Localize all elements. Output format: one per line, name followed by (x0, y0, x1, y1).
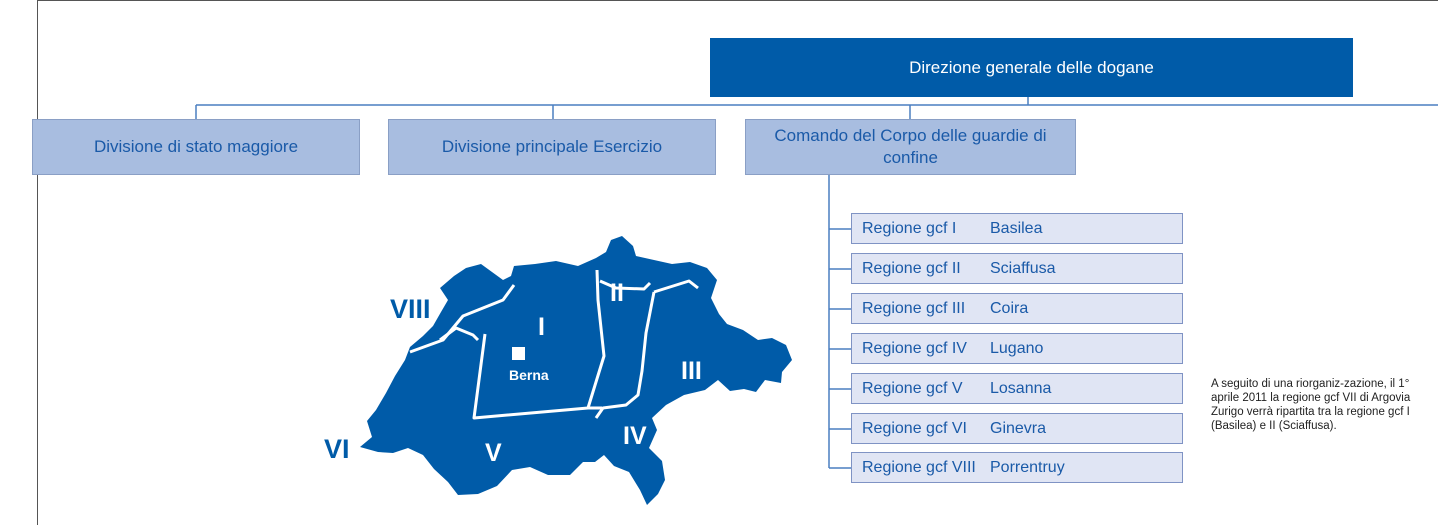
region-name: Regione gcf III (862, 299, 966, 317)
region-city: Basilea (990, 219, 1043, 237)
region-name: Regione gcf IV (862, 339, 967, 357)
capital-label: Berna (509, 367, 549, 383)
region-row-2: Regione gcf II Sciaffusa (851, 253, 1183, 284)
top-node-direzione: Direzione generale delle dogane (710, 38, 1353, 97)
division-node-esercizio: Divisione principale Esercizio (388, 119, 716, 175)
switzerland-map: I II III IV V Berna VIII VI (324, 236, 792, 505)
region-row-4: Regione gcf IV Lugano (851, 333, 1183, 364)
map-label-IV: IV (623, 422, 647, 450)
map-label-VI: VI (324, 434, 350, 464)
region-city: Coira (990, 299, 1029, 317)
region-city: Losanna (990, 379, 1052, 397)
region-row-6: Regione gcf VI Ginevra (851, 413, 1183, 444)
map-labels: I II III IV V Berna (485, 279, 702, 467)
region-row-7: Regione gcf VIII Porrentruy (851, 452, 1183, 483)
chart-frame (37, 0, 1438, 525)
region-city: Lugano (990, 339, 1044, 357)
region-name: Regione gcf VIII (862, 458, 976, 476)
map-label-III: III (681, 357, 702, 385)
map-label-II: II (610, 279, 624, 307)
division-node-comando: Comando del Corpo delle guardie di confi… (745, 119, 1076, 175)
region-borders (409, 269, 699, 420)
region-name: Regione gcf II (862, 259, 961, 277)
map-label-V: V (485, 439, 502, 467)
reorganization-note: A seguito di una riorganiz-zazione, il 1… (1211, 378, 1411, 432)
region-name: Regione gcf I (862, 219, 957, 237)
region-row-1: Regione gcf I Basilea (851, 213, 1183, 244)
region-row-5: Regione gcf V Losanna (851, 373, 1183, 404)
capital-marker (512, 347, 525, 360)
region-row-3: Regione gcf III Coira (851, 293, 1183, 324)
region-name: Regione gcf VI (862, 419, 967, 437)
outside-labels: VIII VI (324, 294, 431, 464)
map-label-VIII: VIII (390, 294, 431, 324)
switzerland-shape (360, 236, 792, 505)
region-city: Ginevra (990, 419, 1047, 437)
map-label-I: I (538, 313, 545, 341)
region-city: Sciaffusa (990, 259, 1056, 277)
region-name: Regione gcf V (862, 379, 963, 397)
region-city: Porrentruy (990, 458, 1065, 476)
division-node-stato-maggiore: Divisione di stato maggiore (32, 119, 360, 175)
